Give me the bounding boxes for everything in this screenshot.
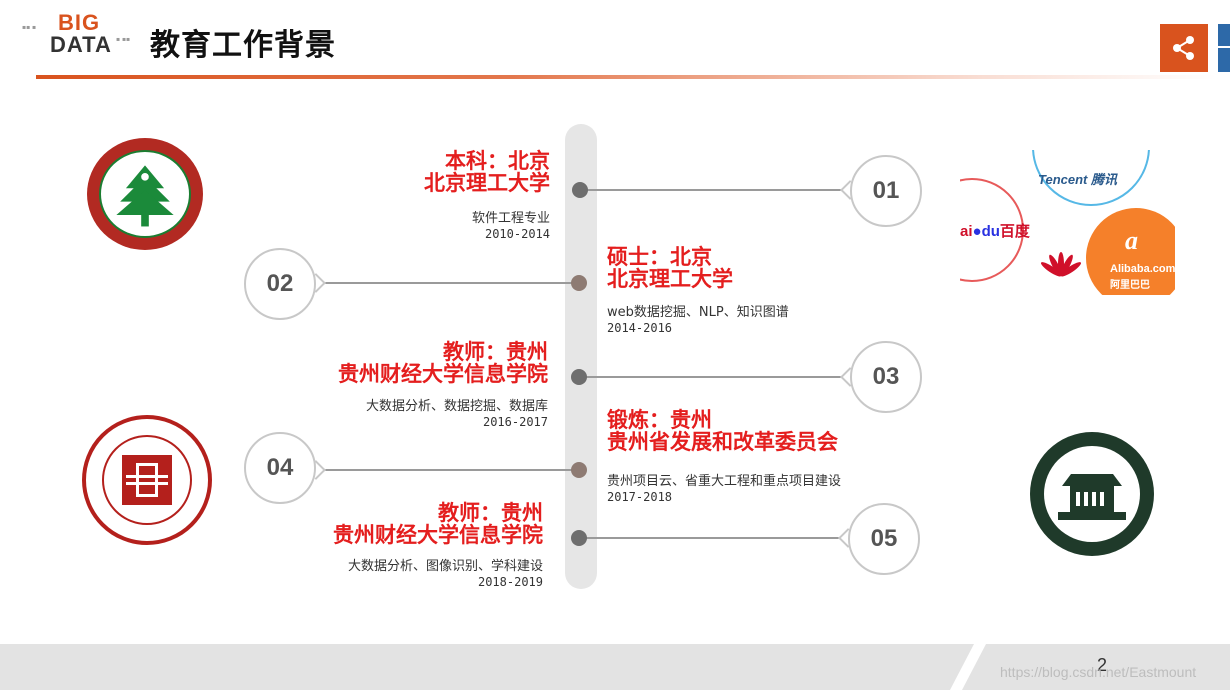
timeline-item-01: 本科：北京 北京理工大学 软件工程专业 2010-2014 [300,150,550,242]
item-title-line2: 北京理工大学 [607,267,733,291]
timeline-connector [318,469,580,471]
footer-bar [0,644,1230,690]
alibaba-logo: Alibaba.com [1110,263,1175,275]
timeline-bubble-04: 04 [244,432,316,504]
timeline-dot [571,462,587,478]
huawei-logo-icon [1040,252,1082,277]
item-desc: web数据挖掘、NLP、知识图谱 [607,305,789,320]
alibaba-cn-name: 阿里巴巴 [1110,280,1150,291]
item-title-line1: 教师：贵州 [438,501,543,525]
item-years: 2010-2014 [484,227,550,241]
building-icon [1070,486,1114,512]
company-logos: Tencent 腾讯 ai●du百度 a Alibaba.com 阿里巴巴 [960,150,1175,295]
baidu-paw-icon: ● [972,223,982,240]
whu-university-seal [1030,432,1154,556]
timeline-bubble-05: 05 [848,503,920,575]
timeline-item-03: 教师：贵州 贵州财经大学信息学院 大数据分析、数据挖掘、数据库 2016-201… [250,341,548,430]
timeline-bubble-03: 03 [850,341,922,413]
item-title-line2: 贵州财经大学信息学院 [333,523,543,547]
timeline-connector [580,376,848,378]
item-title-line2: 贵州财经大学信息学院 [338,362,548,386]
page-title: 教育工作背景 [150,28,336,63]
timeline-connector [580,189,848,191]
item-title-line1: 教师：贵州 [443,340,548,364]
timeline-dot [572,182,588,198]
item-title-line1: 锻炼：贵州 [607,408,712,432]
item-years: 2018-2019 [477,575,543,589]
logo-data-text: DATA [50,32,112,57]
page-number: 2 [1097,655,1108,675]
item-title-line1: 本科：北京 [445,149,550,173]
tencent-logo: Tencent 腾讯 [1038,172,1117,187]
timeline-bubble-01: 01 [850,155,922,227]
item-years: 2016-2017 [482,415,548,429]
item-years: 2014-2016 [607,321,673,335]
watermark: https://blog.csdn.net/Eastmount [1000,664,1197,680]
item-desc: 软件工程专业 [471,211,550,226]
timeline-spine [565,124,597,589]
timeline-connector [580,537,846,539]
header-divider [36,75,1216,79]
share-button[interactable] [1160,24,1208,72]
bit-university-seal [87,138,203,250]
timeline-item-05: 教师：贵州 贵州财经大学信息学院 大数据分析、图像识别、学科建设 2018-20… [240,502,543,590]
timeline-dot [571,530,587,546]
timeline-dot [571,369,587,385]
gufe-emblem-icon [122,455,172,505]
tree-emblem-icon [116,165,174,227]
share-icon [1173,36,1194,60]
timeline-item-04: 锻炼：贵州 贵州省发展和改革委员会 贵州项目云、省重大工程和重点项目建设 201… [607,409,927,505]
item-title-line2: 贵州省发展和改革委员会 [607,430,838,454]
baidu-logo: ai●du百度 [960,223,1030,240]
item-title-line2: 北京理工大学 [424,171,550,195]
timeline-item-02: 硕士：北京 北京理工大学 web数据挖掘、NLP、知识图谱 2014-2016 [607,246,907,336]
gufe-university-seal [82,415,212,545]
timeline-connector [318,282,580,284]
timeline-bubble-02: 02 [244,248,316,320]
item-years: 2017-2018 [607,490,673,504]
building-roof-icon [1062,474,1122,486]
logo-big-text: BIG [58,10,101,35]
item-title-line1: 硕士：北京 [607,245,712,269]
timeline-dot [571,275,587,291]
alibaba-glyph: a [1125,226,1138,255]
big-data-logo: ▪▪ ▪ ▪ ▪▪ BIG DATA [22,10,131,57]
item-desc: 大数据分析、图像识别、学科建设 [347,559,543,574]
item-desc: 大数据分析、数据挖掘、数据库 [365,399,548,414]
side-tab[interactable] [1218,24,1230,72]
item-desc: 贵州项目云、省重大工程和重点项目建设 [607,474,842,489]
